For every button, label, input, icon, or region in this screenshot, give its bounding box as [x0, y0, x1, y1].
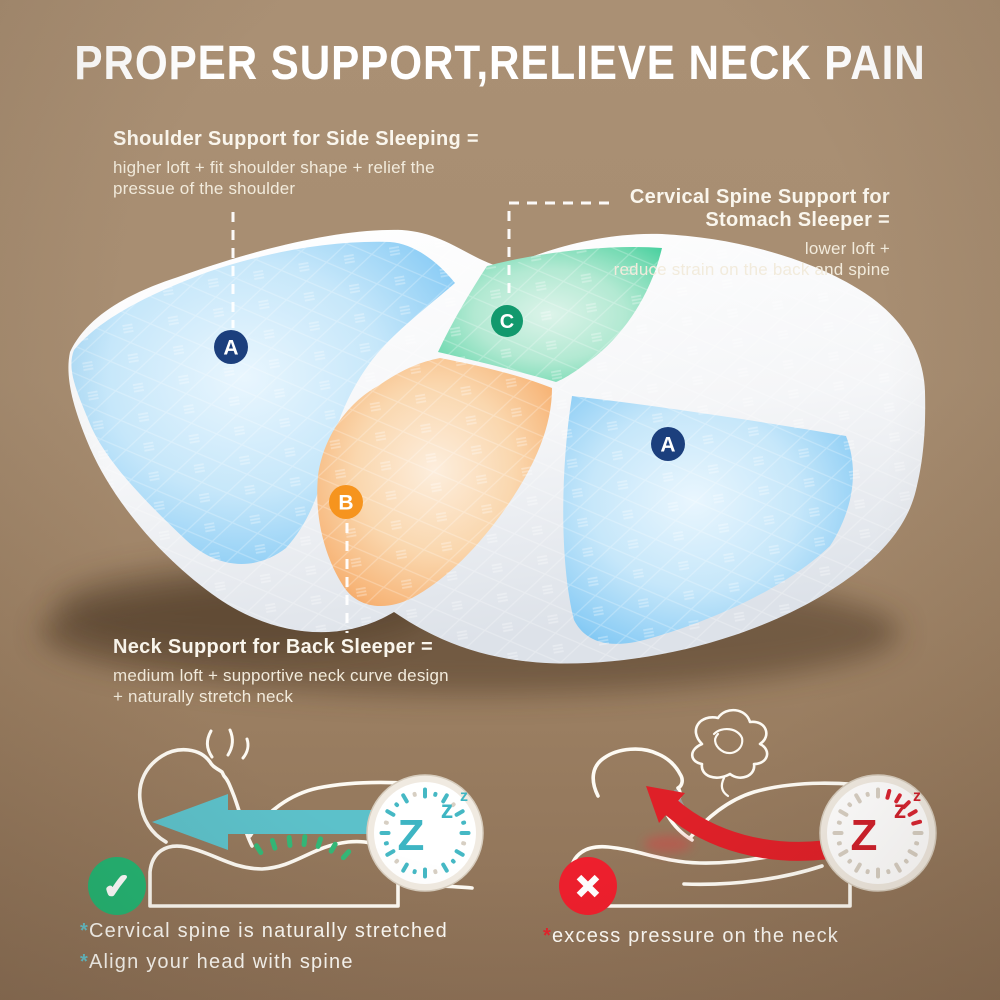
neck-stretch-dashes [254, 834, 352, 861]
sleep-z-large: Z [398, 811, 425, 860]
neck-support-body-line2: + naturally stretch neck [113, 687, 294, 707]
callout-lines [231, 201, 609, 633]
asterisk-bad: * [543, 925, 552, 947]
discomfort-scribble-tail [720, 776, 730, 798]
zone-badge-a-right: A [651, 427, 685, 461]
cervical-support-heading-line1: Cervical Spine Support for [629, 186, 890, 208]
neck-support-heading: Neck Support for Back Sleeper = [113, 636, 433, 658]
zone-badge-a-right-label: A [660, 434, 675, 457]
cervical-support-heading-line2: Stomach Sleeper = [705, 209, 890, 231]
shoulder-support-heading: Shoulder Support for Side Sleeping = [113, 128, 479, 150]
fabric-texture [68, 229, 926, 664]
cervical-support-body-line1: lower loft + [804, 239, 890, 258]
callout-shoulder-support: Shoulder Support for Side Sleeping = hig… [113, 128, 479, 200]
asterisk-good: * [80, 920, 89, 942]
discomfort-scribble-inner [712, 728, 744, 755]
zone-badge-a-left-label: A [223, 337, 238, 360]
breathing-mark [205, 729, 214, 759]
sleep-clock-bad: Z z z [819, 774, 937, 892]
sleeper-body-bottom-line [682, 864, 824, 887]
footnote-correct-line1: *Cervical spine is naturally stretched [80, 920, 448, 942]
footnote-correct-line2: *Align your head with spine [80, 951, 354, 973]
zone-badge-c: C [491, 305, 523, 337]
discomfort-scribble [690, 708, 769, 779]
cross-badge: ✕ [559, 857, 617, 915]
breathing-mark [226, 728, 234, 757]
zone-badge-b: B [329, 485, 363, 519]
zone-badge-b-label: B [338, 492, 353, 515]
check-icon: ✓ [103, 868, 132, 906]
zone-badge-a-left: A [214, 330, 248, 364]
callout-line-cervical [507, 201, 609, 300]
sleep-z-large: Z [851, 811, 878, 860]
contour-pillow-outline [148, 839, 400, 908]
footnote-correct: *Cervical spine is naturally stretched *… [80, 916, 448, 978]
neck-support-body-line1: medium loft + supportive neck curve desi… [113, 666, 449, 685]
scene-correct-posture: Z z z ✓ [88, 728, 484, 915]
sleep-z-mid: z [441, 796, 454, 824]
check-badge: ✓ [88, 857, 146, 915]
sleep-z-small: z [913, 788, 921, 805]
asterisk-good: * [80, 951, 89, 973]
zone-badge-c-label: C [500, 311, 514, 333]
sleeper-head-outline [137, 748, 254, 848]
sleep-z-mid: z [894, 796, 907, 824]
sleep-z-small: z [460, 788, 468, 805]
cervical-support-body-line2: reduce strain on the back and spine [613, 260, 890, 280]
footnote-wrong: *excess pressure on the neck [543, 921, 839, 952]
callout-neck-support: Neck Support for Back Sleeper = medium l… [113, 636, 449, 708]
spine-alignment-arrow [152, 794, 452, 850]
scene-wrong-posture: Z z z ✕ [559, 708, 937, 915]
shoulder-support-body-line1: higher loft + fit shoulder shape + relie… [113, 158, 435, 177]
callout-cervical-support: Cervical Spine Support for Stomach Sleep… [614, 186, 890, 281]
shoulder-support-body-line2: pressue of the shoulder [113, 179, 296, 199]
pressure-arrow [646, 786, 834, 861]
breathing-mark [241, 737, 250, 760]
footnote-wrong-line1: *excess pressure on the neck [543, 925, 839, 947]
page-title: PROPER SUPPORT,RELIEVE NECK PAIN [74, 37, 926, 90]
sleep-clock-good: Z z z [366, 774, 484, 892]
cross-icon: ✕ [575, 871, 600, 904]
pressure-glow [644, 835, 692, 853]
